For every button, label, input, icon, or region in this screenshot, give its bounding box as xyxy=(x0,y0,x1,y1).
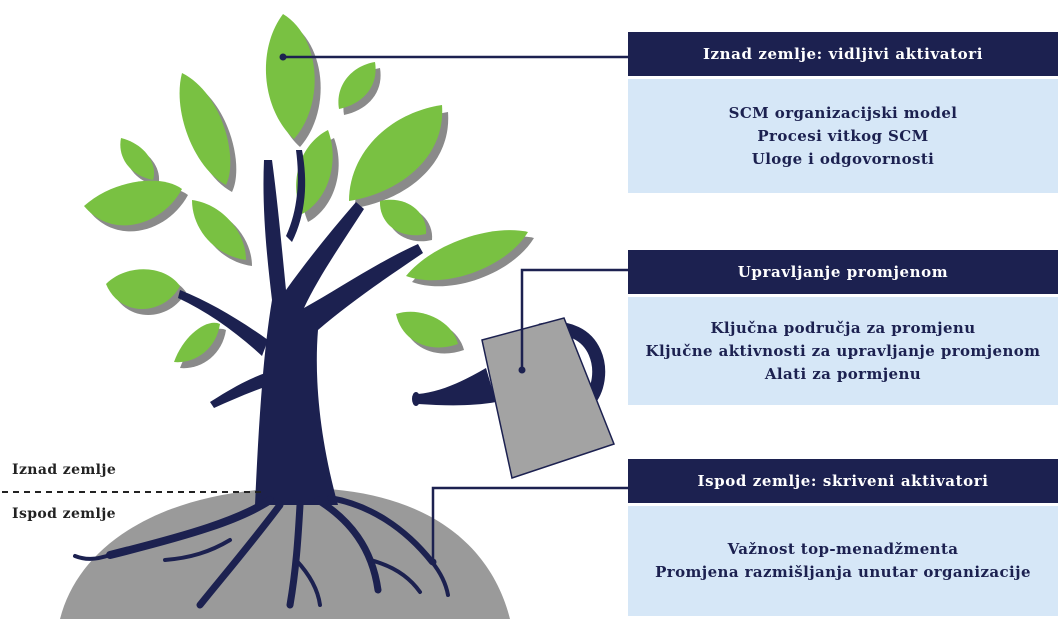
change-management-panel: Upravljanje promjenom Ključna područja z… xyxy=(628,250,1058,405)
leaf xyxy=(106,269,186,315)
leaf xyxy=(338,62,381,115)
leaf xyxy=(349,105,449,208)
above-ground-label: Iznad zemlje xyxy=(12,462,117,478)
connector-dot xyxy=(518,366,526,374)
visible-enablers-panel: Iznad zemlje: vidljivi aktivatori SCM or… xyxy=(628,32,1058,193)
leaf xyxy=(84,180,188,232)
hidden-enablers-panel: Ispod zemlje: skriveni aktivatori Važnos… xyxy=(628,459,1058,616)
panel-body: SCM organizacijski model Procesi vitkog … xyxy=(628,79,1058,193)
panel-body: Važnost top-menadžmenta Promjena razmišl… xyxy=(628,506,1058,616)
leaf xyxy=(265,14,321,147)
leaf xyxy=(296,130,339,222)
panel-item: Promjena razmišljanja unutar organizacij… xyxy=(655,563,1031,581)
leaf xyxy=(379,199,433,242)
below-ground-label: Ispod zemlje xyxy=(12,506,116,522)
panel-item: Uloge i odgovornosti xyxy=(751,149,935,168)
panel-item: Važnost top-menadžmenta xyxy=(727,540,959,558)
connector-dot xyxy=(429,558,437,566)
leaf xyxy=(179,73,237,192)
panel-body: Ključna područja za promjenu Ključne akt… xyxy=(628,297,1058,405)
panel-item: Ključna područja za promjenu xyxy=(710,318,976,337)
panel-title: Ispod zemlje: skriveni aktivatori xyxy=(628,459,1058,503)
leaf xyxy=(396,311,464,354)
connector-lines xyxy=(283,55,628,562)
leaf xyxy=(174,322,226,369)
panel-item: SCM organizacijski model xyxy=(728,103,958,122)
leaf xyxy=(406,230,534,287)
panel-item: Ključne aktivnosti za upravljanje promje… xyxy=(645,341,1041,360)
panel-title: Iznad zemlje: vidljivi aktivatori xyxy=(628,32,1058,76)
connector-dot xyxy=(279,53,287,61)
panel-item: Procesi vitkog SCM xyxy=(757,126,929,145)
leaf xyxy=(120,138,160,186)
watering-can xyxy=(412,317,615,479)
tree-roots xyxy=(73,495,450,609)
panel-item: Alati za pormjenu xyxy=(764,364,922,383)
panel-title: Upravljanje promjenom xyxy=(628,250,1058,294)
leaf xyxy=(192,200,252,266)
ground-mound xyxy=(60,488,510,619)
tree-trunk xyxy=(178,150,423,505)
